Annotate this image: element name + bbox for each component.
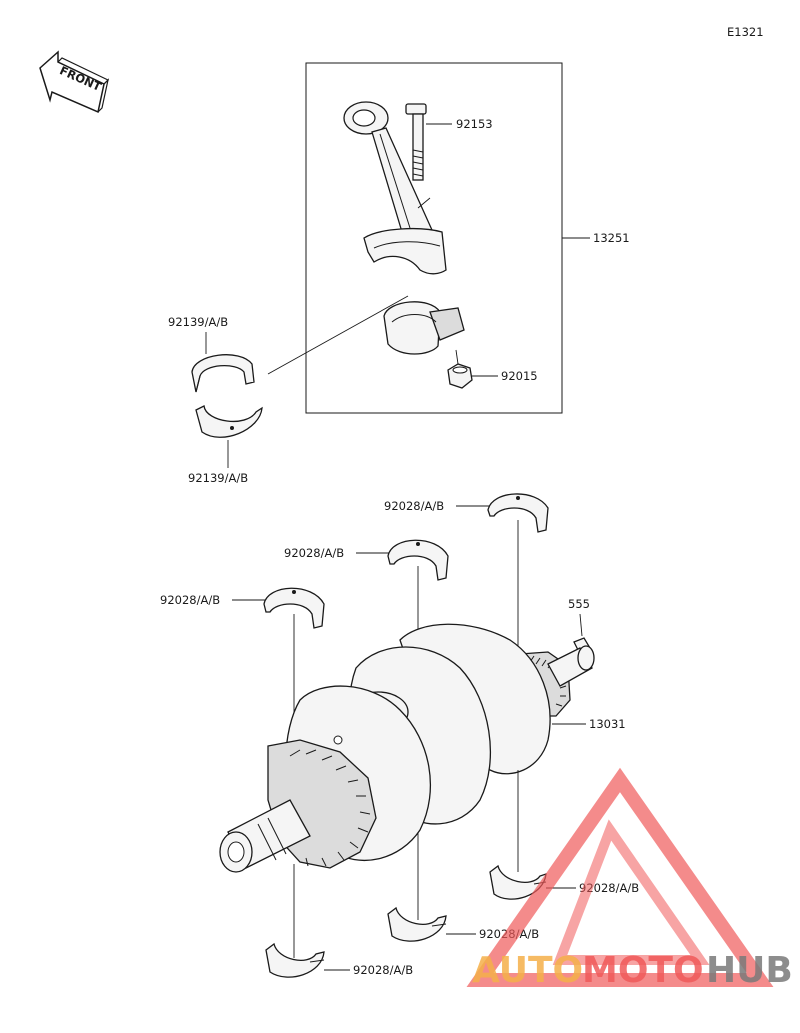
watermark-logo: AUTO MOTO HUB <box>466 767 793 991</box>
diagram-code: E1321 <box>727 25 764 39</box>
label-nut: 92015 <box>501 369 538 383</box>
conrod-bearing-lower <box>195 405 263 438</box>
watermark-word-auto: AUTO <box>472 950 583 991</box>
main-bearing-bottom-left <box>265 942 325 978</box>
front-arrow-icon <box>39 50 110 114</box>
label-main-bearing-top-right: 92028/A/B <box>384 499 444 513</box>
label-key: 555 <box>568 597 590 611</box>
label-crankshaft: 13031 <box>589 717 626 731</box>
watermark-triangle-icon <box>466 767 774 987</box>
main-bearing-top-right <box>487 493 549 533</box>
watermark-word-moto: MOTO <box>582 950 704 991</box>
label-conrod-bearing-lower: 92139/A/B <box>188 471 248 485</box>
main-bearing-bottom-middle <box>387 906 447 942</box>
conrod-bearing-upper <box>191 354 255 393</box>
watermark-word-hub: HUB <box>706 950 793 991</box>
conrod-nut <box>447 363 473 389</box>
conrod-bolt <box>405 103 427 181</box>
label-main-bearing-top-middle: 92028/A/B <box>284 546 344 560</box>
conrod-cap <box>383 301 465 355</box>
label-conrod-assy: 13251 <box>593 231 630 245</box>
label-bolt: 92153 <box>456 117 493 131</box>
main-bearing-top-left <box>263 587 325 629</box>
crankshaft <box>219 623 595 873</box>
connecting-rod <box>343 101 447 275</box>
main-bearing-top-middle <box>387 539 449 581</box>
label-main-bearing-top-left: 92028/A/B <box>160 593 220 607</box>
label-main-bearing-bottom-left: 92028/A/B <box>353 963 413 977</box>
label-conrod-bearing-upper: 92139/A/B <box>168 315 228 329</box>
